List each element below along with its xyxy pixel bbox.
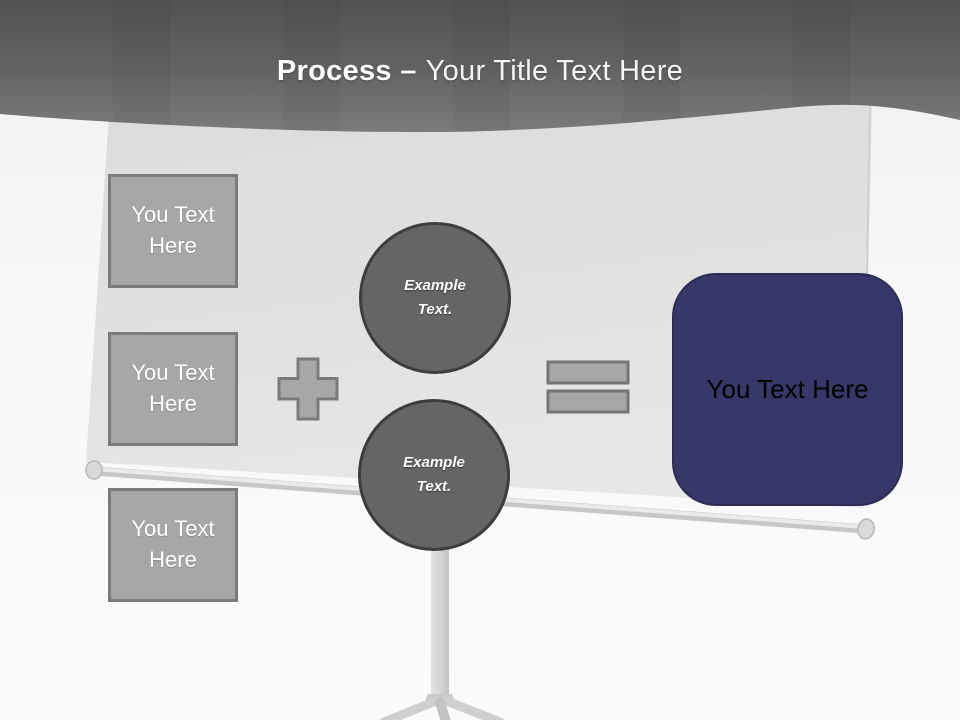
example-circle-1-line2: Text. — [417, 301, 453, 318]
bar-right-knob — [857, 518, 875, 540]
example-circle-2-line1: Example — [403, 454, 465, 471]
placeholder-box-2-label: You Text Here — [131, 360, 215, 416]
example-circle-1-line1: Example — [404, 277, 466, 294]
result-box[interactable]: You Text Here — [672, 273, 903, 506]
equals-icon — [546, 360, 630, 414]
example-circle-2[interactable]: Example Text. — [358, 399, 510, 551]
tripod-leg-right — [439, 695, 505, 720]
slide-title[interactable]: Process –Your Title Text Here — [0, 55, 960, 88]
placeholder-box-1[interactable]: You Text Here — [108, 174, 238, 288]
placeholder-box-3[interactable]: You Text Here — [108, 488, 238, 602]
header-band — [0, 0, 960, 133]
result-box-label: You Text Here — [706, 374, 869, 404]
title-light-text: Your Title Text Here — [425, 55, 684, 87]
example-circle-2-line2: Text. — [416, 478, 452, 495]
title-bold-text: Process – — [276, 55, 417, 87]
plus-icon — [277, 357, 339, 421]
placeholder-box-1-label: You Text Here — [131, 202, 215, 258]
tripod-leg-left — [379, 695, 443, 720]
placeholder-box-3-label: You Text Here — [131, 516, 215, 572]
tripod-leg-center — [435, 697, 451, 720]
example-circle-1[interactable]: Example Text. — [359, 222, 511, 374]
bar-left-knob — [85, 460, 103, 480]
placeholder-box-2[interactable]: You Text Here — [108, 332, 238, 446]
